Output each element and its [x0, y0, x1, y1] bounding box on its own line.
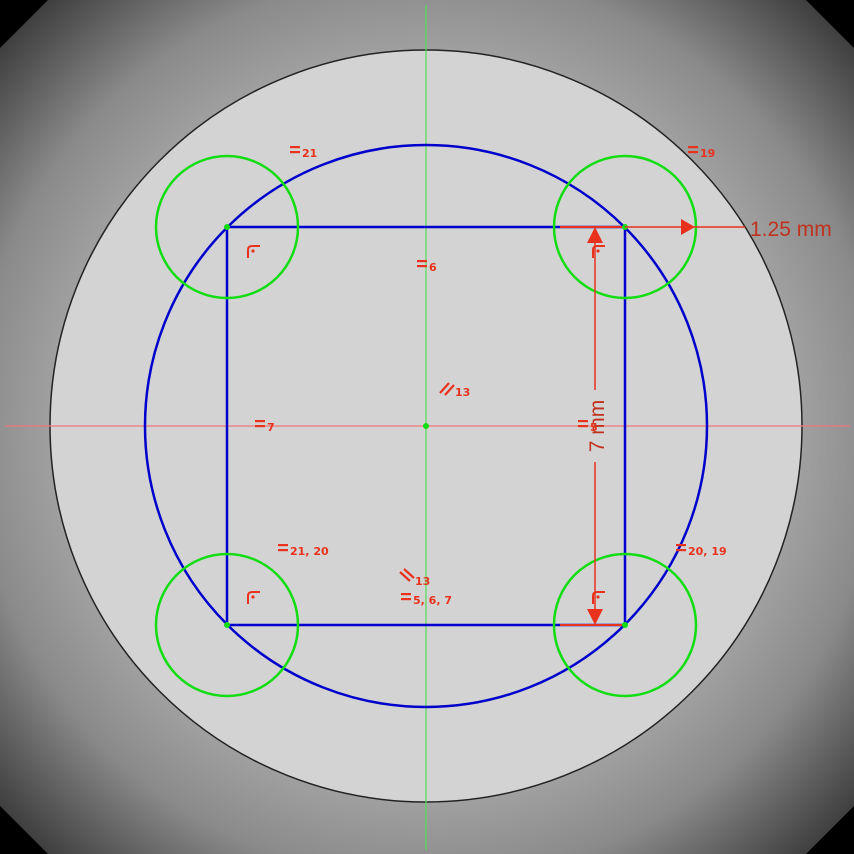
svg-text:21: 21: [302, 147, 317, 160]
parallel-constraint-bottom[interactable]: 13: [399, 568, 430, 588]
equal-constraint-top-left-circle[interactable]: 21: [290, 146, 317, 160]
perpendicular-constraint-icon[interactable]: [247, 245, 260, 258]
equal-constraint-bottom-edge[interactable]: 5, 6, 7: [401, 593, 452, 607]
parallel-constraint-icon: [439, 382, 455, 396]
vertex-top-left[interactable]: [224, 224, 230, 230]
equal-constraint-bottom-right-circle[interactable]: 20, 19: [676, 544, 727, 558]
perpendicular-constraint-icon[interactable]: [592, 591, 605, 604]
svg-text:19: 19: [700, 147, 715, 160]
perpendicular-constraint-icon[interactable]: [247, 591, 260, 604]
equal-constraint-icon: [578, 420, 588, 428]
equal-constraint-bottom-left-circle[interactable]: 21, 20: [278, 544, 329, 558]
corner-circle-bottom-left[interactable]: [154, 552, 300, 698]
equal-constraint-icon: [401, 593, 411, 601]
equal-constraint-icon: [255, 420, 265, 428]
svg-text:13: 13: [415, 575, 430, 588]
corner-circle-bottom-right[interactable]: [552, 552, 698, 698]
equal-constraint-left-edge[interactable]: 7: [255, 420, 275, 434]
horizontal-dimension[interactable]: 1.25 mm: [625, 218, 832, 241]
origin-point[interactable]: [423, 423, 429, 429]
vertical-dimension[interactable]: 7 mm: [586, 227, 609, 625]
perpendicular-constraint-icon[interactable]: [592, 245, 605, 258]
horizontal-dimension-label: 1.25 mm: [750, 218, 832, 241]
svg-text:13: 13: [455, 386, 470, 399]
equal-constraint-icon: [278, 544, 288, 552]
equal-constraint-right-edge[interactable]: 5: [578, 420, 598, 434]
parallel-constraint-icon: [399, 568, 415, 582]
dimension-arrow-right: [681, 219, 695, 235]
equal-constraint-icon: [290, 146, 300, 154]
vertical-dimension-label: 7 mm: [586, 400, 609, 453]
svg-text:7: 7: [267, 421, 275, 434]
equal-constraint-top-right-circle[interactable]: 19: [688, 146, 715, 160]
svg-text:20, 19: 20, 19: [688, 545, 727, 558]
bolt-circle[interactable]: [143, 143, 709, 709]
svg-text:21, 20: 21, 20: [290, 545, 329, 558]
svg-text:5, 6, 7: 5, 6, 7: [413, 594, 452, 607]
equal-constraint-top-edge[interactable]: 6: [417, 260, 437, 274]
equal-constraint-icon: [676, 544, 686, 552]
corner-circle-top-left[interactable]: [154, 154, 300, 300]
square-profile[interactable]: [225, 225, 627, 627]
equal-constraint-icon: [688, 146, 698, 154]
svg-text:5: 5: [590, 421, 598, 434]
svg-text:6: 6: [429, 261, 437, 274]
equal-constraint-icon: [417, 260, 427, 268]
dimension-arrow-up: [587, 227, 603, 243]
parallel-constraint-center[interactable]: 13: [439, 382, 470, 399]
vertex-bottom-left[interactable]: [224, 622, 230, 628]
dimension-arrow-down: [587, 609, 603, 625]
vertex-bottom-right[interactable]: [622, 622, 628, 628]
